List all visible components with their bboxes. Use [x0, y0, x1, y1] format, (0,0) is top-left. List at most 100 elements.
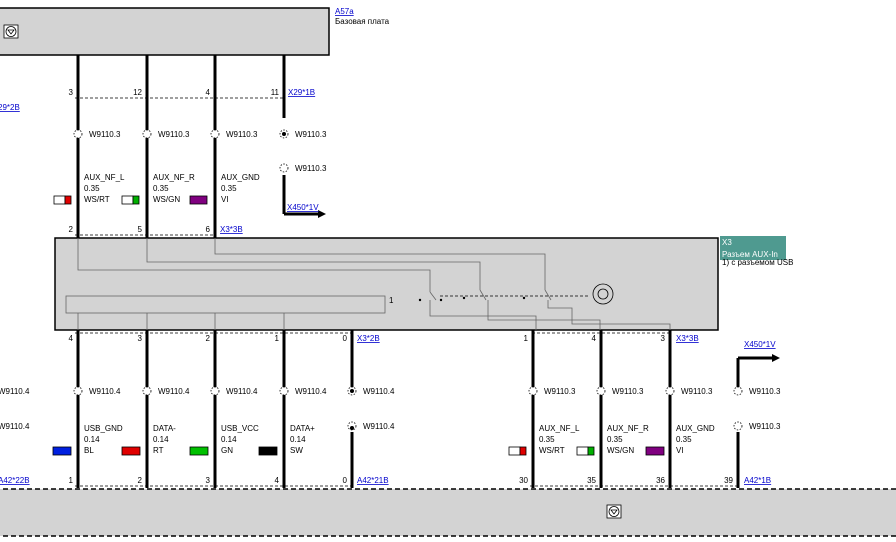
wire-id: W9110.4 — [295, 387, 327, 396]
pin-label: 2 — [138, 476, 143, 485]
pin-label: 4 — [69, 334, 74, 343]
wire-gauge: 0.35 — [221, 184, 237, 193]
connector-a42-1b[interactable]: A42*1B — [744, 476, 771, 485]
splice-dot — [528, 386, 538, 396]
wire-name: AUX_NF_R — [607, 424, 649, 433]
pin-label: 2 — [69, 225, 74, 234]
module-a57a-id[interactable]: A57a — [335, 7, 354, 16]
wire-id: W9110.3 — [158, 130, 190, 139]
wire-id: W9110.4 — [89, 387, 121, 396]
connector-x450-1v-top[interactable]: X450*1V — [287, 203, 319, 212]
pin-label: 5 — [138, 225, 143, 234]
x3-inner-pin: 1 — [389, 296, 394, 305]
splice-point — [282, 132, 286, 136]
wire-id: W9110.3 — [89, 130, 121, 139]
ground-icon — [606, 504, 622, 519]
wire-id: W9110.4 — [363, 422, 395, 431]
pin-label: 3 — [69, 88, 74, 97]
pin-label: 0 — [343, 334, 348, 343]
wire-gauge: 0.35 — [153, 184, 169, 193]
splice-dot — [210, 386, 220, 396]
wire-gauge: 0.14 — [84, 435, 100, 444]
x3-footnote: 1) с разъемом USB — [722, 258, 793, 267]
module-x3-box[interactable] — [54, 237, 719, 331]
wire-id: W9110.4 — [158, 387, 190, 396]
wire-color-swatch — [189, 446, 209, 456]
wire-color-swatch — [645, 446, 665, 456]
wire-gauge: 0.35 — [84, 184, 100, 193]
wire-gauge: 0.35 — [607, 435, 623, 444]
splice-dot — [279, 163, 289, 173]
wire-color-swatch — [576, 446, 595, 456]
pin-label: 1 — [275, 334, 280, 343]
wire-color-swatch — [508, 446, 527, 456]
wire-color-swatch — [121, 446, 141, 456]
wire-id: W9110.3 — [295, 130, 327, 139]
x3-id: X3 — [722, 238, 732, 247]
pin-label: 0 — [343, 476, 348, 485]
wire-color: VI — [221, 195, 229, 204]
wire-id: W9110.4 — [226, 387, 258, 396]
wire-color: SW — [290, 446, 303, 455]
wire-id: W9110.3 — [295, 164, 327, 173]
splice-dot — [596, 386, 606, 396]
wire-gauge: 0.14 — [153, 435, 169, 444]
splice-dot — [279, 386, 289, 396]
wire-id: W9110.4 — [0, 422, 30, 431]
connector-x450-1v-bottom[interactable]: X450*1V — [744, 340, 776, 349]
module-a42-box[interactable] — [0, 489, 896, 536]
splice-dot — [733, 421, 743, 431]
splice-dot — [142, 129, 152, 139]
wire-id: W9110.4 — [0, 387, 30, 396]
wire-color-swatch — [53, 195, 72, 205]
wire-color: BL — [84, 446, 94, 455]
splice-dot — [665, 386, 675, 396]
wire-color: WS/GN — [153, 195, 180, 204]
connector-x29-2b[interactable]: 29*2B — [0, 103, 20, 112]
connector-a42-22b[interactable]: A42*22B — [0, 476, 30, 485]
pin-label: 11 — [271, 88, 280, 97]
splice-dot — [210, 129, 220, 139]
pin-label: 1 — [524, 334, 529, 343]
pin-label: 1 — [69, 476, 74, 485]
wire-name: DATA+ — [290, 424, 315, 433]
pin-label: 30 — [519, 476, 528, 485]
pin-label: 4 — [592, 334, 597, 343]
x3-tag[interactable]: X3 Разъем AUX-In — [720, 236, 786, 260]
x3-internal-lines — [65, 238, 671, 330]
wire-color-swatch — [189, 195, 208, 205]
connector-x3-2b[interactable]: X3*2B — [357, 334, 380, 343]
module-a57a-box[interactable] — [0, 7, 330, 56]
pin-label: 6 — [206, 225, 211, 234]
arrow-right-icon — [318, 210, 326, 218]
splice-dot — [73, 129, 83, 139]
splice-point — [350, 426, 354, 430]
wire-id: W9110.3 — [226, 130, 258, 139]
connector-x29-1b[interactable]: X29*1B — [288, 88, 315, 97]
wire-name: AUX_GND — [221, 173, 260, 182]
splice-dot — [73, 386, 83, 396]
wire-color-swatch — [258, 446, 278, 456]
connector-x3-3b-top[interactable]: X3*3B — [220, 225, 243, 234]
wire-color: WS/RT — [539, 446, 565, 455]
wire-name: AUX_NF_L — [539, 424, 580, 433]
wire-color: VI — [676, 446, 684, 455]
pin-label: 3 — [661, 334, 666, 343]
wire-gauge: 0.14 — [221, 435, 237, 444]
wire-name: USB_GND — [84, 424, 123, 433]
pin-label: 12 — [133, 88, 142, 97]
connector-a42-21b[interactable]: A42*21B — [357, 476, 389, 485]
splice-dot — [733, 386, 743, 396]
wire-name: AUX_GND — [676, 424, 715, 433]
wire-id: W9110.3 — [749, 422, 781, 431]
wire-name: USB_VCC — [221, 424, 259, 433]
wire-name: DATA- — [153, 424, 176, 433]
splice-dot — [142, 386, 152, 396]
x3-name: Разъем AUX-In — [722, 250, 778, 259]
wire-id: W9110.3 — [612, 387, 644, 396]
wire-gauge: 0.35 — [676, 435, 692, 444]
module-a57a-name: Базовая плата — [335, 17, 390, 26]
connector-x3-3b-bottom[interactable]: X3*3B — [676, 334, 699, 343]
wire-id: W9110.4 — [363, 387, 395, 396]
